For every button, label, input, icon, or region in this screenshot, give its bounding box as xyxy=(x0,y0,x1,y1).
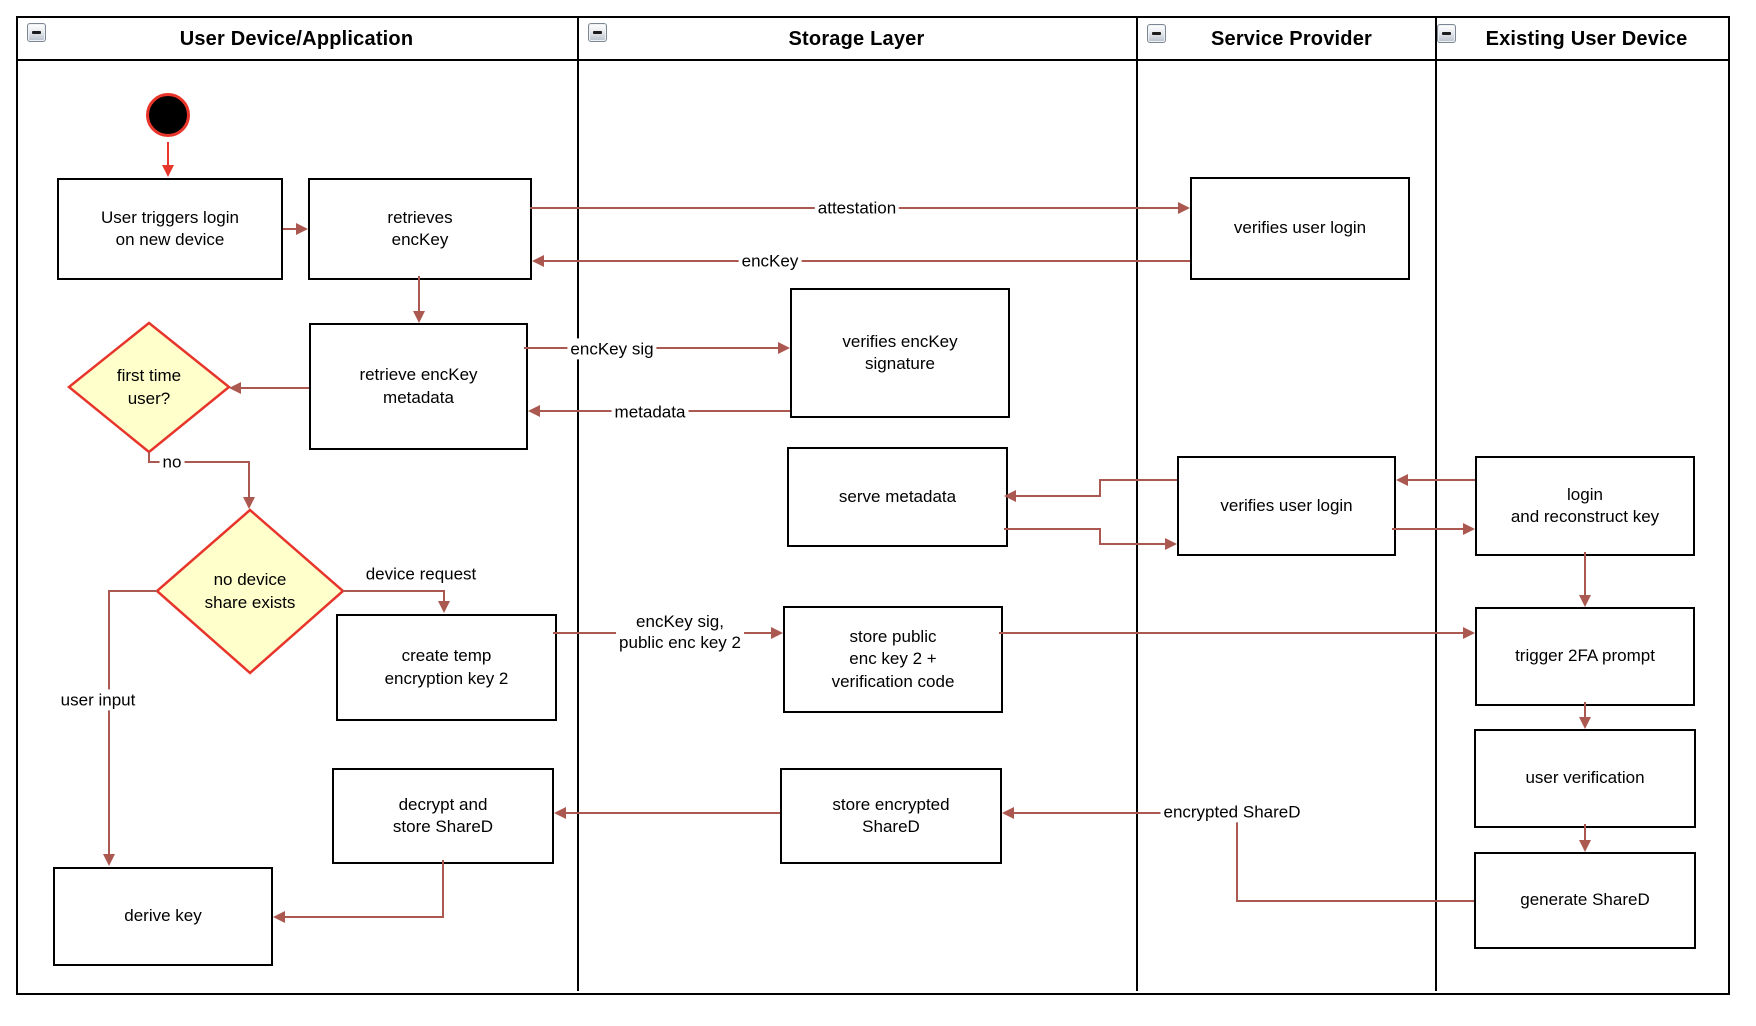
arrowhead-left xyxy=(1002,807,1014,819)
activity-generate-shared: generate ShareD xyxy=(1474,852,1696,949)
activity-user-triggers-login: User triggers login on new device xyxy=(57,178,283,280)
edge-label-user-input: user input xyxy=(57,689,139,711)
decision-first-time-user-label: first time user? xyxy=(116,366,182,408)
arrow-line xyxy=(240,387,309,389)
lane-title-service-provider: Service Provider xyxy=(1210,27,1373,50)
lane-title-existing-user-device: Existing User Device xyxy=(1485,27,1688,50)
activity-login-reconstruct-key: login and reconstruct key xyxy=(1475,456,1695,556)
edge-label-encrypted-shared: encrypted ShareD xyxy=(1160,801,1304,823)
edge-label-no: no xyxy=(159,451,185,473)
lane-divider-2 xyxy=(1136,16,1138,991)
arrowhead-right xyxy=(1463,523,1475,535)
edge-label-enckey-sig-public: encKey sig, public enc key 2 xyxy=(616,610,744,654)
arrowhead-left xyxy=(229,382,241,394)
arrowhead-down xyxy=(438,601,450,613)
arrow-line xyxy=(1099,479,1101,497)
activity-store-encrypted-shared: store encrypted ShareD xyxy=(780,768,1002,864)
edge-label-device-request: device request xyxy=(362,563,480,585)
collapse-lane-service-provider-button[interactable] xyxy=(1147,24,1166,43)
activity-decrypt-store-shared: decrypt and store ShareD xyxy=(332,768,554,864)
arrow-line xyxy=(1407,479,1475,481)
lane-divider-1 xyxy=(577,16,579,991)
arrowhead-right xyxy=(1463,627,1475,639)
arrow-line xyxy=(108,590,110,855)
arrow-line xyxy=(1392,528,1464,530)
arrow-line xyxy=(1013,812,1237,814)
minus-icon xyxy=(1152,32,1161,35)
arrow-line xyxy=(565,812,780,814)
start-node xyxy=(146,93,190,137)
arrow-line xyxy=(1237,900,1474,902)
arrow-line xyxy=(1100,479,1177,481)
arrowhead-down xyxy=(103,854,115,866)
arrow-line xyxy=(343,590,445,592)
arrow-line xyxy=(1584,702,1586,719)
header-divider xyxy=(16,59,1728,61)
activity-retrieves-enckey: retrieves encKey xyxy=(308,178,532,280)
activity-trigger-2fa: trigger 2FA prompt xyxy=(1475,607,1695,706)
arrow-line xyxy=(167,142,169,166)
activity-derive-key: derive key xyxy=(53,867,273,966)
arrowhead-left xyxy=(554,807,566,819)
arrow-line xyxy=(109,590,157,592)
arrowhead-down xyxy=(413,311,425,323)
lane-divider-3 xyxy=(1435,16,1437,991)
arrowhead-left xyxy=(1004,490,1016,502)
arrow-line xyxy=(148,461,250,463)
arrowhead-left xyxy=(532,255,544,267)
arrowhead-left xyxy=(1396,474,1408,486)
arrow-line xyxy=(1584,824,1586,841)
arrow-line xyxy=(443,590,445,603)
activity-verifies-user-login-top: verifies user login xyxy=(1190,177,1410,280)
collapse-lane-existing-user-device-button[interactable] xyxy=(1437,24,1456,43)
arrow-line xyxy=(418,276,420,312)
arrow-line xyxy=(248,461,250,499)
activity-serve-metadata: serve metadata xyxy=(787,447,1008,547)
arrowhead-right xyxy=(296,223,308,235)
arrowhead-right xyxy=(1178,202,1190,214)
activity-create-temp-key2: create temp encryption key 2 xyxy=(336,614,557,721)
minus-icon xyxy=(32,31,41,34)
arrowhead-down xyxy=(1579,840,1591,852)
edge-label-enckey: encKey xyxy=(738,250,802,272)
arrow-line xyxy=(283,228,297,230)
collapse-lane-user-device-button[interactable] xyxy=(27,23,46,42)
edge-label-attestation: attestation xyxy=(814,197,900,219)
arrowhead-down xyxy=(1579,717,1591,729)
arrowhead-right xyxy=(1165,538,1177,550)
arrow-line xyxy=(1004,528,1101,530)
arrow-line xyxy=(1099,543,1166,545)
activity-user-verification: user verification xyxy=(1474,729,1696,828)
activity-verifies-enckey-signature: verifies encKey signature xyxy=(790,288,1010,418)
arrow-line xyxy=(1584,552,1586,596)
arrow-line xyxy=(442,860,444,918)
arrow-line xyxy=(1236,812,1238,902)
arrowhead-right xyxy=(771,627,783,639)
minus-icon xyxy=(593,31,602,34)
arrow-line xyxy=(1099,528,1101,545)
arrow-line xyxy=(1016,495,1101,497)
activity-store-public-key2: store public enc key 2 + verification co… xyxy=(783,606,1003,713)
edge-label-metadata: metadata xyxy=(611,401,689,423)
activity-verifies-user-login-mid: verifies user login xyxy=(1177,456,1396,556)
arrow-line xyxy=(543,260,1190,262)
arrowhead-right xyxy=(778,342,790,354)
minus-icon xyxy=(1442,32,1451,35)
arrowhead-down xyxy=(243,497,255,509)
arrow-line xyxy=(999,632,1464,634)
collapse-lane-storage-layer-button[interactable] xyxy=(588,23,607,42)
lane-title-user-device: User Device/Application xyxy=(179,27,414,50)
arrow-line xyxy=(284,916,444,918)
decision-no-device-share-shape xyxy=(155,508,345,675)
arrowhead-down xyxy=(1579,595,1591,607)
arrowhead-down xyxy=(162,165,174,177)
edge-label-enckey-sig: encKey sig xyxy=(567,338,657,360)
arrowhead-left xyxy=(528,405,540,417)
lane-title-storage-layer: Storage Layer xyxy=(788,27,925,50)
decision-no-device-share-label: no device share exists xyxy=(204,570,296,612)
arrowhead-left xyxy=(273,911,285,923)
activity-retrieve-enckey-metadata: retrieve encKey metadata xyxy=(309,323,528,450)
arrow-line xyxy=(148,452,150,463)
